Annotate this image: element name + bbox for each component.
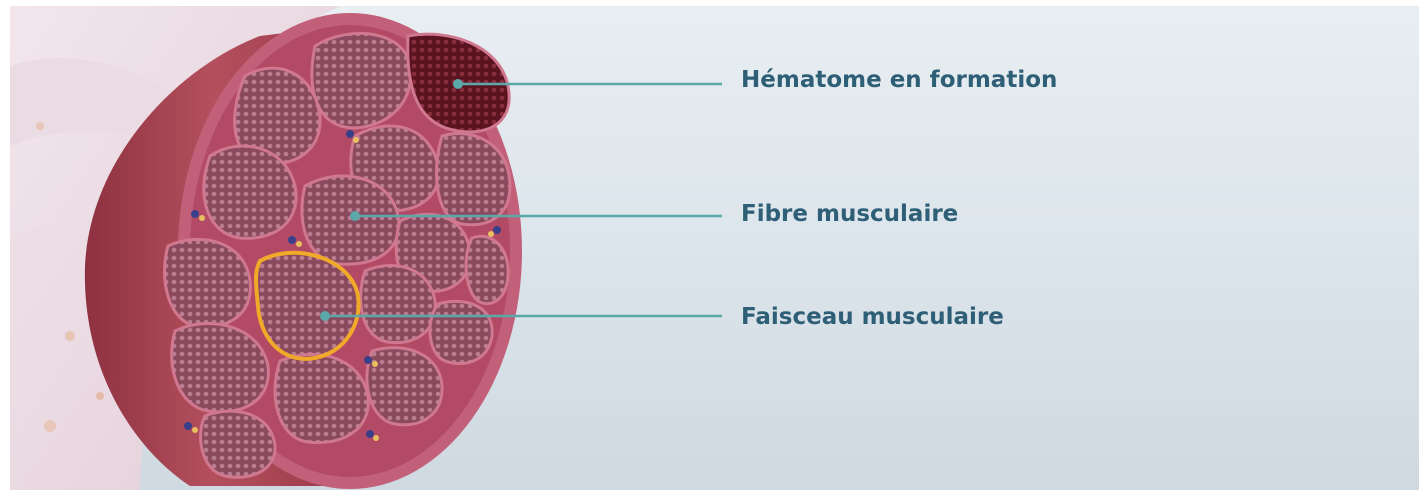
leader-dot-fascicle xyxy=(320,311,330,321)
illustration-panel: Hématome en formation Fibre musculaire F… xyxy=(10,6,1419,490)
muscle-cross-section-illustration xyxy=(10,6,1419,490)
label-hematoma: Hématome en formation xyxy=(741,69,1057,92)
leader-dot-fiber xyxy=(350,211,360,221)
leader-dot-hematoma xyxy=(453,79,463,89)
label-fascicle: Faisceau musculaire xyxy=(741,306,1004,329)
label-fiber: Fibre musculaire xyxy=(741,203,958,226)
